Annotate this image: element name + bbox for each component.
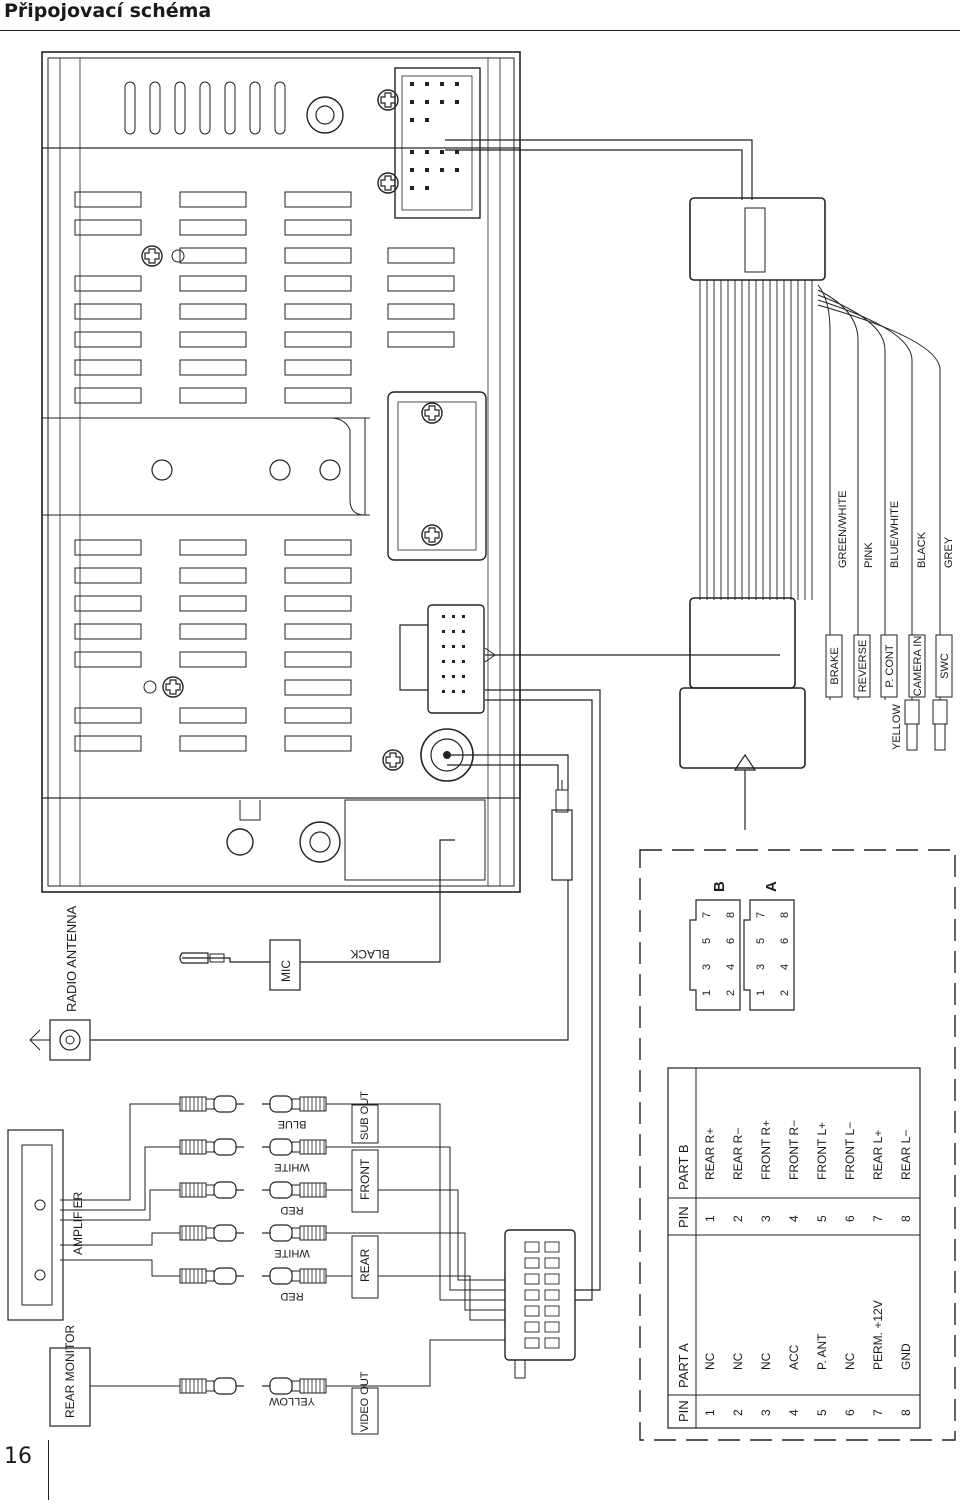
mic-label: MIC <box>279 960 293 982</box>
iso-pin-number: 3 <box>701 964 713 970</box>
pin-table-cell: FRONT L− <box>843 1122 857 1180</box>
wire-color-label: PINK <box>863 542 875 568</box>
antenna-and-mic: RADIO ANTENNA MIC BLACK <box>29 780 573 1061</box>
pin-table-cell: 3 <box>759 1409 773 1416</box>
power-harness <box>679 197 948 830</box>
pin-table-cell: NC <box>759 1352 773 1370</box>
page-number-rule <box>48 1440 49 1500</box>
pin-table-cell: 7 <box>871 1409 885 1416</box>
sub-out-label: SUB OUT <box>359 1091 371 1140</box>
wire-color-label: GREY <box>943 536 955 568</box>
multi-pin-connector <box>485 689 601 1379</box>
rca-color-label: WHITE <box>274 1161 309 1173</box>
pin-table-header: PIN <box>676 1206 691 1228</box>
wire-color-label: GREEN/WHITE <box>837 490 849 568</box>
iso-pin-number: 8 <box>779 912 791 918</box>
rca-color-label: RED <box>280 1204 303 1216</box>
iso-pin-number: 4 <box>779 964 791 970</box>
wire-function-label: CAMERA IN <box>912 636 924 697</box>
pin-table-cell: 3 <box>759 1215 773 1222</box>
pin-table-header: PIN <box>676 1400 691 1422</box>
iso-pin-number: 1 <box>755 990 767 996</box>
rca-color-label: WHITE <box>274 1247 309 1259</box>
pin-table-header: PART A <box>676 1343 691 1388</box>
wire-color-label: BLUE/WHITE <box>889 501 901 568</box>
pin-table-cell: P. ANT <box>815 1333 829 1370</box>
pin-table-cell: 4 <box>787 1409 801 1416</box>
pin-table-cell: REAR L+ <box>871 1130 885 1180</box>
pin-table-cell: FRONT R− <box>787 1120 801 1180</box>
iso-pin-number: 5 <box>755 938 767 944</box>
pin-table-cell: 6 <box>843 1409 857 1416</box>
radio-antenna-label: RADIO ANTENNA <box>64 905 79 1012</box>
page-number: 16 <box>4 1444 32 1469</box>
head-unit-chassis <box>41 51 780 893</box>
pin-table-cell: NC <box>843 1352 857 1370</box>
pin-table-cell: 8 <box>899 1215 913 1222</box>
iso-pin-number: 6 <box>725 938 737 944</box>
rear-monitor-and-amplifier: REAR MONITOR AMPLIFIER <box>7 1129 91 1427</box>
pin-table-cell: 7 <box>871 1215 885 1222</box>
pin-table-cell: NC <box>731 1352 745 1370</box>
pinout-frame <box>639 849 956 1441</box>
pin-table-cell: FRONT L+ <box>815 1122 829 1180</box>
wire-function-label: P. CONT <box>884 644 896 687</box>
pin-table-cell: 1 <box>703 1409 717 1416</box>
pin-table-cell: 5 <box>815 1409 829 1416</box>
rear-monitor-label: REAR MONITOR <box>63 1325 77 1418</box>
front-label: FRONT <box>358 1158 372 1200</box>
iso-pin-number: 7 <box>755 912 767 918</box>
iso-pin-number: 5 <box>701 938 713 944</box>
title-rule <box>0 30 960 31</box>
pin-table-cell: 5 <box>815 1215 829 1222</box>
iso-label-b: B <box>711 881 728 892</box>
pin-table-cell: 4 <box>787 1215 801 1222</box>
iso-pin-number: 2 <box>725 990 737 996</box>
pin-table-cell: GND <box>899 1343 913 1370</box>
pin-table-header: PART B <box>676 1144 691 1190</box>
pin-table-cell: ACC <box>787 1344 801 1370</box>
pin-table-cell: 2 <box>731 1215 745 1222</box>
pin-table-cell: 1 <box>703 1215 717 1222</box>
iso-connector-diagram: B A 1 3 5 7 2 4 6 8 1 3 5 7 2 4 6 8 <box>689 881 795 1011</box>
pin-table-cell: FRONT R+ <box>759 1120 773 1180</box>
pin-table-cell: NC <box>703 1352 717 1370</box>
harness-labels: BRAKE REVERSE P. CONT CAMERA IN SWC GREE… <box>825 490 955 750</box>
rca-color-label: YELLOW <box>268 1395 314 1407</box>
wire-color-label: BLACK <box>916 531 928 568</box>
pin-table-cell: 6 <box>843 1215 857 1222</box>
rear-label: REAR <box>358 1248 372 1282</box>
wire-color-label: YELLOW <box>891 704 903 750</box>
iso-pin-number: 4 <box>725 964 737 970</box>
rca-cables: SUB OUT FRONT REAR VIDEO OUT YELLOW RED … <box>60 1091 505 1435</box>
iso-pin-number: 2 <box>779 990 791 996</box>
rca-color-label: RED <box>280 1290 303 1302</box>
pin-table-cell: 2 <box>731 1409 745 1416</box>
black-wire-label: BLACK <box>350 947 389 961</box>
wire-function-label: BRAKE <box>829 647 841 684</box>
iso-pin-number: 6 <box>779 938 791 944</box>
pin-table-cell: REAR R+ <box>703 1128 717 1180</box>
page-title: Připojovací schéma <box>4 0 212 22</box>
iso-label-a: A <box>763 881 780 892</box>
wire-function-label: SWC <box>939 653 951 679</box>
wire-function-label: REVERSE <box>857 640 869 693</box>
pin-table-cell: REAR L− <box>899 1130 913 1180</box>
iso-pin-number: 8 <box>725 912 737 918</box>
iso-pin-number: 3 <box>755 964 767 970</box>
iso-pin-number: 7 <box>701 912 713 918</box>
pin-table-cell: REAR R− <box>731 1128 745 1180</box>
pin-table-cell: 8 <box>899 1409 913 1416</box>
video-out-label: VIDEO OUT <box>359 1371 371 1432</box>
pin-table-cell: PERM. +12V <box>871 1300 885 1370</box>
rca-color-label: BLUE <box>278 1118 307 1130</box>
amplifier-label: AMPLIFIER <box>71 1191 85 1255</box>
pin-table: PIN PART A PIN PART B 1 NC 1 REAR R+ 2 N… <box>667 1067 921 1429</box>
iso-pin-number: 1 <box>701 990 713 996</box>
